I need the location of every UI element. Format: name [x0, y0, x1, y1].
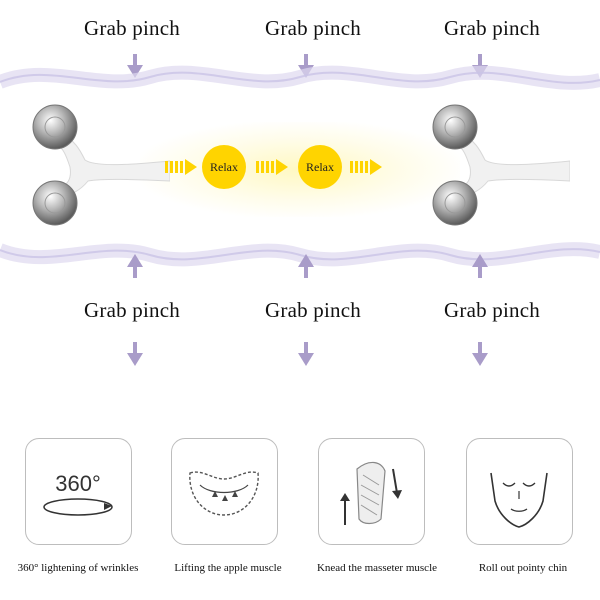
- card-360-rotation: 360°: [25, 438, 132, 545]
- forward-chevrons-icon: [256, 159, 288, 175]
- down-arrow-icon: [127, 342, 143, 366]
- up-arrow-icon: [127, 254, 143, 278]
- caption-4: Roll out pointy chin: [478, 562, 568, 574]
- caption-3: Knead the masseter muscle: [316, 562, 438, 574]
- top-label-3: Grab pinch: [444, 16, 540, 40]
- skin-wave-bottom: [0, 242, 600, 267]
- up-arrow-icon: [472, 254, 488, 278]
- down-arrow-icon: [472, 342, 488, 366]
- caption-2: Lifting the apple muscle: [174, 562, 282, 574]
- card-masseter: [318, 438, 425, 545]
- masseter-knead-icon: [340, 461, 402, 525]
- down-arrow-icon: [127, 54, 143, 78]
- down-arrow-icon: [298, 342, 314, 366]
- forward-chevrons-icon: [165, 159, 197, 175]
- forward-chevrons-icon: [350, 159, 382, 175]
- bottom-label-2: Grab pinch: [265, 298, 361, 322]
- card-360-text: 360°: [55, 471, 101, 496]
- bottom-label-3: Grab pinch: [444, 298, 540, 322]
- relax-badge-2: Relax: [298, 145, 342, 189]
- face-roller-icon: [432, 104, 570, 226]
- face-roller-icon: [32, 104, 170, 226]
- up-arrow-icon: [298, 254, 314, 278]
- caption-1: 360° lightening of wrinkles: [17, 562, 139, 574]
- bottom-label-1: Grab pinch: [84, 298, 180, 322]
- lift-apple-muscle-icon: [189, 471, 259, 516]
- relax-badge-1: Relax: [202, 145, 246, 189]
- top-label-1: Grab pinch: [84, 16, 180, 40]
- card-pointy-chin: [466, 438, 573, 545]
- top-label-2: Grab pinch: [265, 16, 361, 40]
- face-outline-icon: [490, 472, 548, 528]
- rotate-360-icon: 360°: [43, 471, 113, 516]
- skin-wave-top: [0, 65, 600, 90]
- card-apple-muscle: [171, 438, 278, 545]
